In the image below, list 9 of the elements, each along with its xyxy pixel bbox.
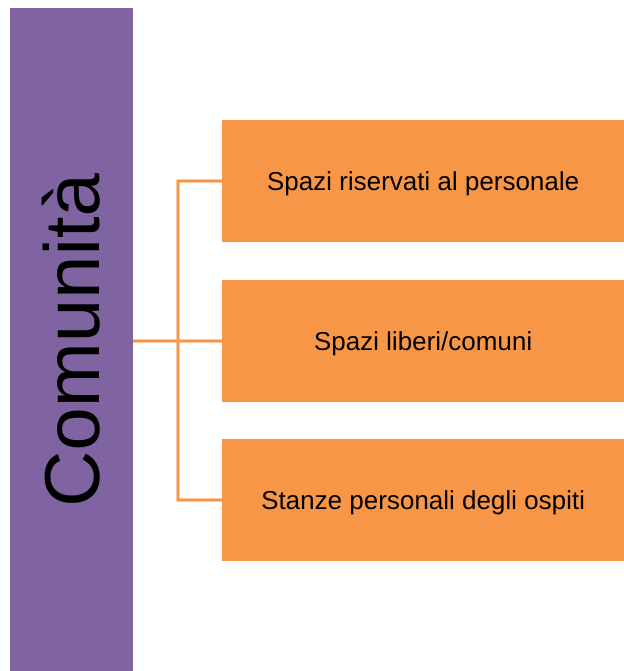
- category-box: [222, 120, 624, 242]
- category-box: [222, 439, 624, 561]
- box-label: Spazi liberi/comuni: [312, 324, 534, 358]
- vertical-title: Comunità: [32, 172, 110, 506]
- connector-line: [133, 340, 222, 502]
- box-label: Spazi riservati al personale: [266, 164, 580, 198]
- title-band: [10, 8, 133, 671]
- category-box: [222, 280, 624, 402]
- box-label: Stanze personali degli ospiti: [260, 484, 586, 516]
